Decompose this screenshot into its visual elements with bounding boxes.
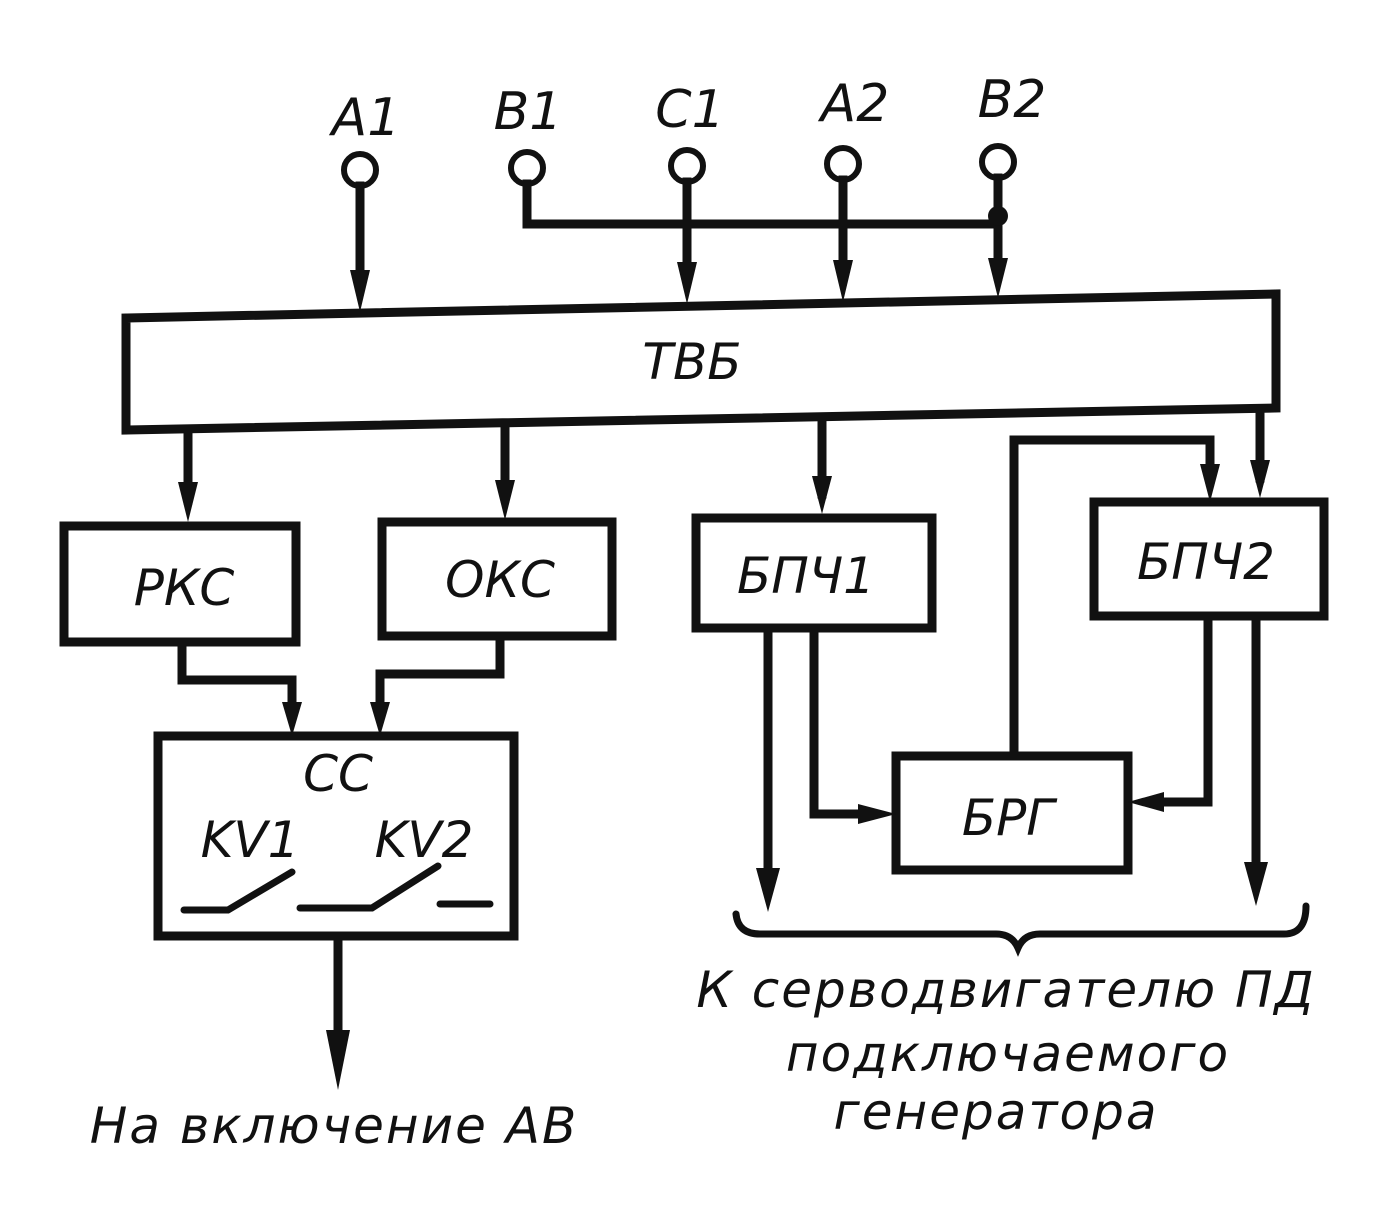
bpch1-label: БПЧ1 — [737, 547, 875, 605]
terminal-a2 — [824, 145, 862, 183]
bpch2-label: БПЧ2 — [1137, 533, 1275, 591]
bpch2-block — [1089, 497, 1329, 621]
terminal-a1-label: A1 — [329, 88, 401, 148]
arrow-brg-bpch2 — [1200, 464, 1220, 502]
brg-label: БРГ — [962, 789, 1058, 847]
arrow-a2-tvb — [833, 260, 853, 302]
arrow-bpch1-servo — [756, 868, 780, 912]
rks-block — [59, 521, 301, 647]
arrow-tvb-rks — [178, 482, 198, 522]
kv1-contact — [180, 868, 296, 914]
arrow-tvb-bpch1 — [812, 476, 832, 514]
arrow-a1-tvb — [350, 270, 370, 312]
arrow-b2-tvb — [988, 258, 1008, 298]
terminal-b1-label: B1 — [494, 82, 563, 142]
wire-oks-ss — [375, 631, 505, 717]
rks-label: РКС — [134, 559, 235, 617]
output-right-line3: генератора — [834, 1083, 1159, 1141]
junction-dot — [988, 206, 1008, 226]
terminal-b2-label: B2 — [978, 70, 1047, 130]
kv1-label: KV1 — [201, 811, 300, 869]
arrow-rks-ss — [282, 702, 302, 736]
wire-bpch1-brg — [809, 623, 871, 819]
kv2-contact — [296, 862, 442, 912]
arrow-oks-ss — [370, 702, 390, 736]
arrow-tvb-oks — [495, 480, 515, 520]
oks-block — [377, 517, 617, 641]
oks-label: ОКС — [445, 551, 555, 609]
terminal-a1 — [341, 151, 379, 189]
wire-b1-bus — [522, 179, 1003, 229]
terminal-c1 — [668, 147, 706, 185]
terminal-c1-label: C1 — [655, 80, 724, 140]
arrow-bpch2-brg — [1128, 792, 1164, 812]
output-left-label: На включение АВ — [90, 1097, 579, 1155]
tvb-block — [121, 289, 1281, 435]
output-brace — [732, 902, 1310, 957]
brg-block — [891, 751, 1133, 875]
tvb-label: ТВБ — [642, 333, 741, 391]
ss-label: СС — [303, 745, 373, 803]
wire-rks-ss — [177, 637, 297, 717]
bpch1-block — [691, 513, 937, 633]
arrow-bpch1-brg — [858, 804, 896, 824]
arrow-ss-output — [326, 1030, 350, 1090]
output-right-line1: К серводвигателю ПД — [696, 961, 1315, 1019]
arrow-c1-tvb — [677, 262, 697, 304]
terminal-b2 — [979, 143, 1017, 181]
wire-bpch2-brg — [1151, 611, 1213, 807]
arrow-bpch2-servo — [1244, 862, 1268, 906]
terminal-a2-label: A2 — [818, 74, 890, 134]
terminal-b1 — [508, 149, 546, 187]
kv2-label: KV2 — [375, 811, 474, 869]
arrow-tvb-bpch2 — [1250, 460, 1270, 498]
output-right-line2: подключаемого — [786, 1025, 1230, 1083]
wire-brg-bpch2 — [1009, 435, 1215, 761]
